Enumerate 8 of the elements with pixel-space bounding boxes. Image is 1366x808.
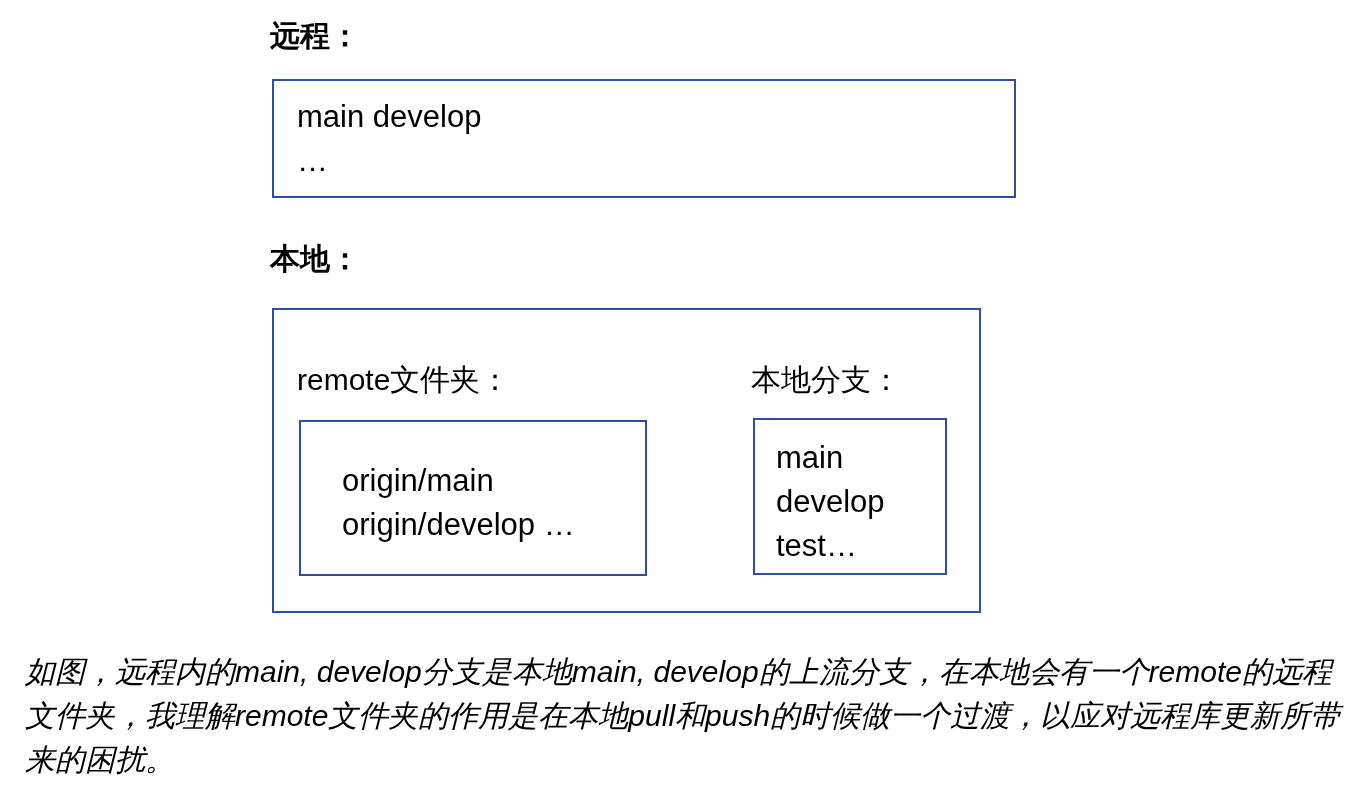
branch-list-box: main develop … (272, 79, 1016, 198)
caption: 如图，远程内的main, develop分支是本地main, develop的上流分支，在本地会有一个remote的远程文件夹，我理解remote文件夹的作用是在本地pull和push的时候做一个过渡，以应对远程库更新所带来的困扰。 (25, 650, 1355, 782)
heading: 本地分支： (751, 362, 901, 398)
branch-list-box: main develop test… (753, 418, 947, 575)
heading: remote文件夹： (297, 362, 511, 398)
heading: 远程： (270, 18, 360, 54)
heading: 本地： (270, 241, 360, 277)
branch-list-box: origin/main origin/develop … (299, 420, 647, 576)
